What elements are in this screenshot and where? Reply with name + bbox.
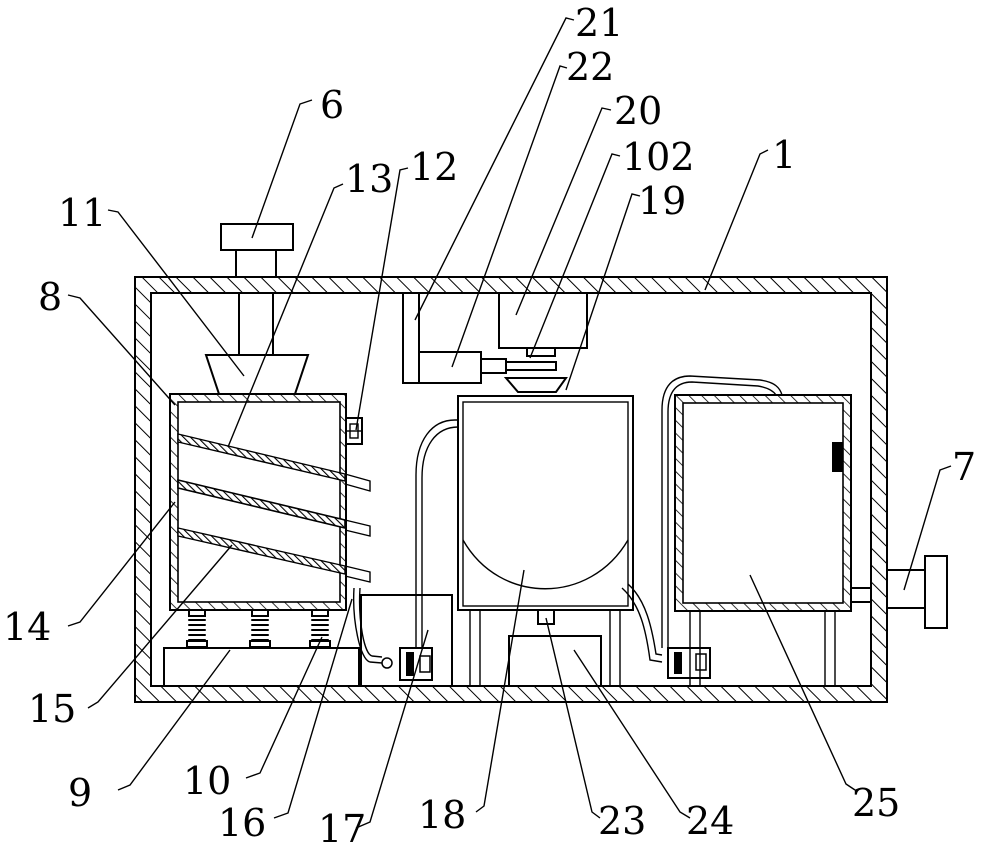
- label-13: 13: [345, 157, 393, 201]
- label-11: 11: [58, 191, 106, 235]
- label-23: 23: [598, 799, 646, 843]
- label-19: 19: [638, 179, 686, 223]
- label-10: 10: [183, 759, 231, 803]
- label-9: 9: [68, 771, 92, 815]
- label-21: 21: [575, 1, 623, 45]
- label-1: 1: [772, 133, 796, 177]
- mixing-tank: [457, 395, 634, 687]
- screen-layers: [177, 433, 346, 575]
- label-8: 8: [38, 275, 62, 319]
- base: [163, 647, 360, 687]
- label-25: 25: [852, 781, 900, 825]
- label-24: 24: [686, 799, 734, 843]
- label-15: 15: [28, 687, 76, 731]
- outlet: [886, 555, 948, 629]
- label-7: 7: [952, 445, 976, 489]
- callout-labels: 6 11 13 12 8 14 15 9 10 16 17 18 21 22 2…: [3, 1, 976, 851]
- label-12: 12: [410, 145, 458, 189]
- label-20: 20: [614, 89, 662, 133]
- springs: [186, 609, 331, 648]
- feed-inlet: [220, 223, 294, 356]
- label-22: 22: [566, 45, 614, 89]
- label-17: 17: [318, 807, 366, 851]
- label-18: 18: [418, 793, 466, 837]
- pump-right: [667, 647, 711, 679]
- pump-left: [381, 647, 433, 681]
- screening-tank: [169, 393, 371, 611]
- label-6: 6: [320, 83, 344, 127]
- label-16: 16: [218, 801, 266, 845]
- top-equipment: [402, 292, 588, 393]
- storage-tank: [674, 394, 872, 686]
- leader-lines: [67, 17, 952, 829]
- housing: [134, 276, 888, 703]
- label-14: 14: [3, 605, 51, 649]
- label-102: 102: [622, 135, 695, 179]
